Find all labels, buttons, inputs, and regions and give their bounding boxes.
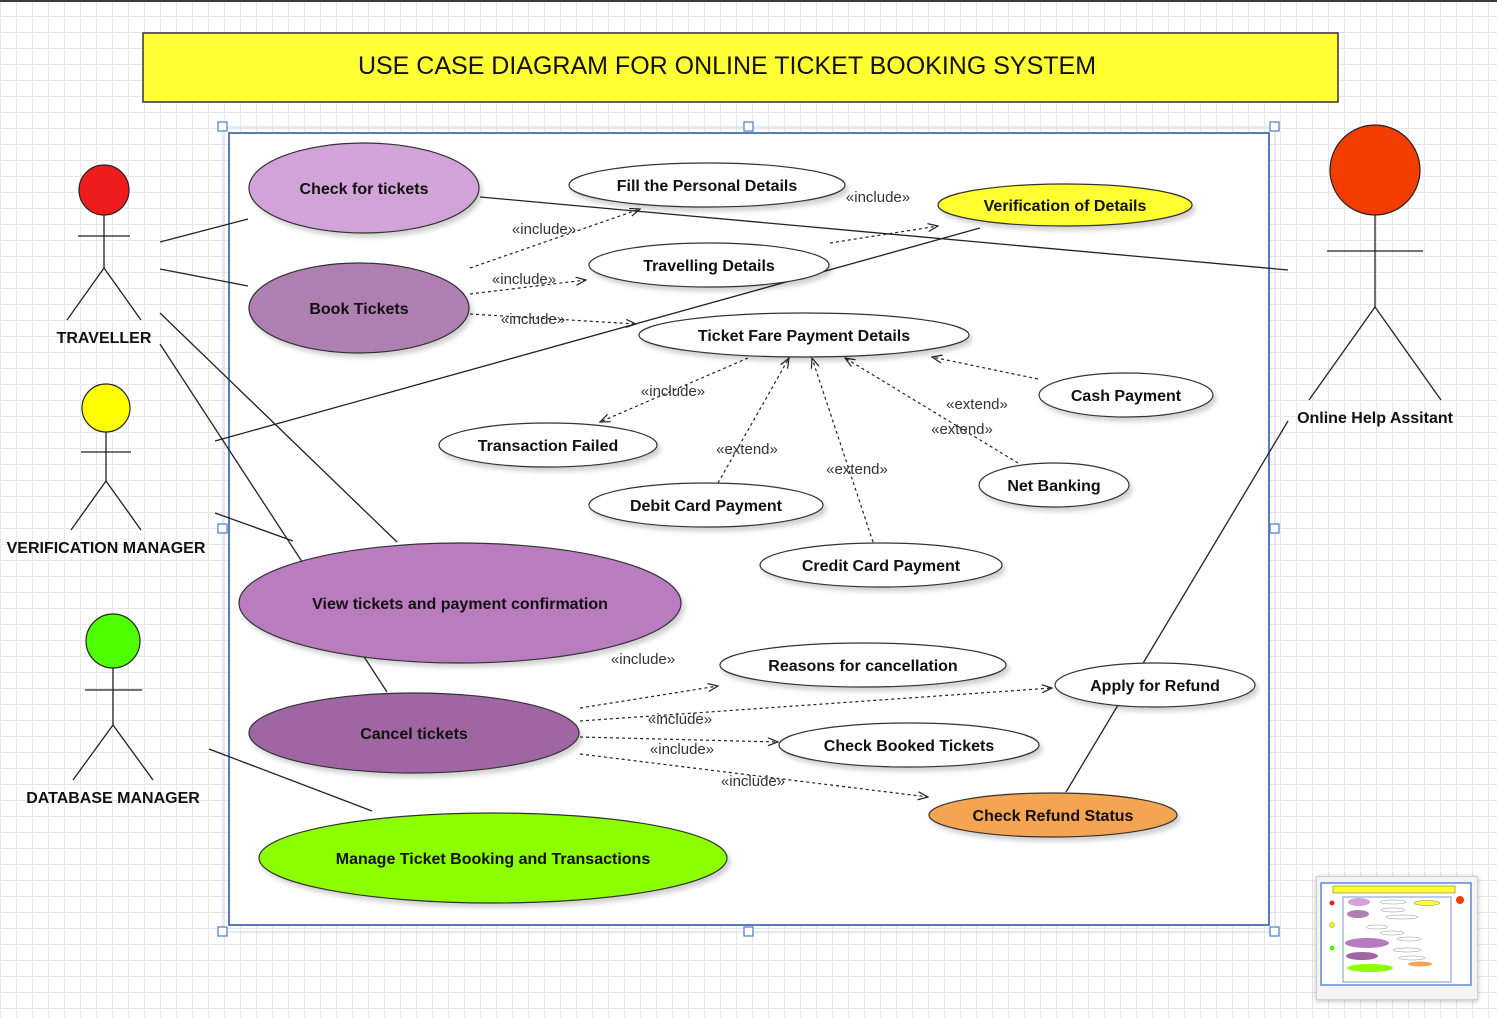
actor-online-help-assistant-label: Online Help Assitant [1297, 410, 1454, 427]
use-case-verification-of-details[interactable]: Verification of Details [937, 183, 1193, 227]
use-case-credit-card-payment[interactable]: Credit Card Payment [759, 542, 1003, 588]
include-arrow-apply-refund[interactable] [579, 688, 1052, 722]
use-case-reasons-for-cancellation[interactable]: Reasons for cancellation [719, 642, 1007, 688]
diagram-title[interactable]: USE CASE DIAGRAM FOR ONLINE TICKET BOOKI… [142, 32, 1339, 103]
outline-minimap[interactable] [1316, 876, 1478, 1000]
extend-arrow-credit-card[interactable] [812, 358, 874, 543]
actor-traveller[interactable]: TRAVELLER [57, 164, 152, 347]
svg-text:Check Refund Status: Check Refund Status [973, 808, 1134, 825]
svg-text:Reasons for cancellation: Reasons for cancellation [768, 658, 957, 675]
association-traveller-book-tickets[interactable] [159, 268, 249, 287]
resize-handle-left[interactable] [217, 523, 228, 534]
resize-handle-top-left[interactable] [217, 121, 228, 132]
svg-text:Debit Card Payment: Debit Card Payment [630, 498, 783, 515]
svg-text:Net Banking: Net Banking [1007, 478, 1100, 495]
include-label-reasons: «include» [611, 651, 675, 668]
svg-text:Apply for Refund: Apply for Refund [1090, 678, 1220, 695]
extend-label-net-banking: «extend» [931, 421, 993, 438]
actor-traveller-label: TRAVELLER [57, 330, 152, 347]
association-check-tickets-online-help[interactable] [479, 196, 1289, 271]
actor-verification-manager[interactable]: VERIFICATION MANAGER [7, 383, 206, 557]
extend-label-credit: «extend» [826, 461, 888, 478]
svg-text:Check Booked Tickets: Check Booked Tickets [824, 738, 995, 755]
resize-handle-bottom-right[interactable] [1269, 926, 1280, 937]
svg-text:Travelling Details: Travelling Details [643, 258, 775, 275]
actor-traveller-head [78, 164, 130, 216]
svg-text:Check for tickets: Check for tickets [300, 181, 429, 198]
use-case-debit-card-payment[interactable]: Debit Card Payment [588, 482, 824, 528]
include-label-verification: «include» [846, 189, 910, 206]
association-traveller-view-tickets[interactable] [159, 312, 398, 543]
svg-text:Cash Payment: Cash Payment [1071, 388, 1182, 405]
include-label-fill-details: «include» [512, 221, 576, 238]
association-traveller-check-tickets[interactable] [159, 218, 249, 243]
outline-minimap-preview [1320, 882, 1472, 986]
resize-handle-top-right[interactable] [1269, 121, 1280, 132]
use-case-check-for-tickets[interactable]: Check for tickets [248, 142, 480, 234]
include-arrow-refund-status[interactable] [579, 753, 928, 797]
include-arrow-transaction-failed[interactable] [600, 357, 749, 422]
use-case-view-tickets-confirmation[interactable]: View tickets and payment confirmation [238, 542, 682, 664]
svg-text:Cancel tickets: Cancel tickets [360, 726, 468, 743]
include-arrow-travelling-details[interactable] [469, 280, 586, 295]
association-verification-manager-view-tickets[interactable] [214, 512, 294, 542]
association-verification-manager-verification[interactable] [214, 227, 981, 442]
svg-text:Manage Ticket Booking and Tran: Manage Ticket Booking and Transactions [336, 851, 651, 868]
selection-handles[interactable] [217, 121, 1280, 937]
extend-label-debit: «extend» [716, 441, 778, 458]
actor-database-manager-head [85, 613, 141, 669]
use-case-net-banking[interactable]: Net Banking [978, 462, 1130, 508]
include-arrow-reasons-cancellation[interactable] [579, 686, 718, 709]
svg-text:Book Tickets: Book Tickets [309, 301, 408, 318]
use-case-travelling-details[interactable]: Travelling Details [588, 242, 830, 288]
actor-verification-manager-label: VERIFICATION MANAGER [7, 540, 206, 557]
include-label-ticket-fare: «include» [501, 311, 565, 328]
svg-text:Fill the Personal Details: Fill the Personal Details [617, 178, 798, 195]
extend-label-cash: «extend» [946, 396, 1008, 413]
diagram-title-text: USE CASE DIAGRAM FOR ONLINE TICKET BOOKI… [358, 52, 1096, 80]
use-case-apply-for-refund[interactable]: Apply for Refund [1054, 662, 1256, 708]
actor-verification-manager-head [81, 383, 131, 433]
include-label-refund-status: «include» [721, 773, 785, 790]
association-database-manager-manage[interactable] [208, 748, 373, 812]
use-case-cancel-tickets[interactable]: Cancel tickets [248, 692, 580, 774]
use-case-ticket-fare-payment[interactable]: Ticket Fare Payment Details [638, 312, 970, 358]
resize-handle-bottom-left[interactable] [217, 926, 228, 937]
svg-text:Transaction Failed: Transaction Failed [478, 438, 618, 455]
window-top-border [0, 0, 1497, 2]
resize-handle-bottom[interactable] [743, 926, 754, 937]
svg-text:Ticket Fare Payment Details: Ticket Fare Payment Details [698, 328, 910, 345]
relationship-labels: «include» «include» «include» «include» … [492, 189, 1008, 790]
include-arrow-ticket-fare[interactable] [469, 313, 636, 324]
svg-text:View tickets and payment confi: View tickets and payment confirmation [312, 596, 608, 613]
include-arrow-verification[interactable] [829, 226, 938, 244]
use-case-check-refund-status[interactable]: Check Refund Status [928, 792, 1178, 838]
extend-arrow-net-banking[interactable] [845, 358, 1019, 464]
include-label-travelling: «include» [492, 271, 556, 288]
actor-database-manager-label: DATABASE MANAGER [26, 790, 200, 807]
actor-online-help-assistant-head [1329, 124, 1421, 216]
resize-handle-right[interactable] [1269, 523, 1280, 534]
svg-text:Credit Card Payment: Credit Card Payment [802, 558, 961, 575]
association-online-help-refund-status[interactable] [1065, 420, 1289, 793]
use-case-manage-ticket-booking[interactable]: Manage Ticket Booking and Transactions [258, 812, 728, 904]
include-label-apply-refund: «include» [648, 711, 712, 728]
include-label-transaction-failed: «include» [641, 383, 705, 400]
use-case-cash-payment[interactable]: Cash Payment [1038, 372, 1214, 418]
actor-database-manager[interactable]: DATABASE MANAGER [26, 613, 200, 807]
resize-handle-top[interactable] [743, 121, 754, 132]
use-case-transaction-failed[interactable]: Transaction Failed [438, 422, 658, 468]
include-label-check-booked: «include» [650, 741, 714, 758]
use-case-fill-personal-details[interactable]: Fill the Personal Details [568, 162, 846, 208]
extend-arrow-cash-payment[interactable] [932, 357, 1039, 380]
use-case-book-tickets[interactable]: Book Tickets [248, 262, 470, 354]
actor-online-help-assistant[interactable]: Online Help Assitant [1297, 124, 1454, 427]
dependency-arrows [469, 209, 1052, 797]
use-case-check-booked-tickets[interactable]: Check Booked Tickets [778, 722, 1040, 768]
association-lines [159, 196, 1289, 812]
svg-text:Verification of Details: Verification of Details [984, 198, 1147, 215]
